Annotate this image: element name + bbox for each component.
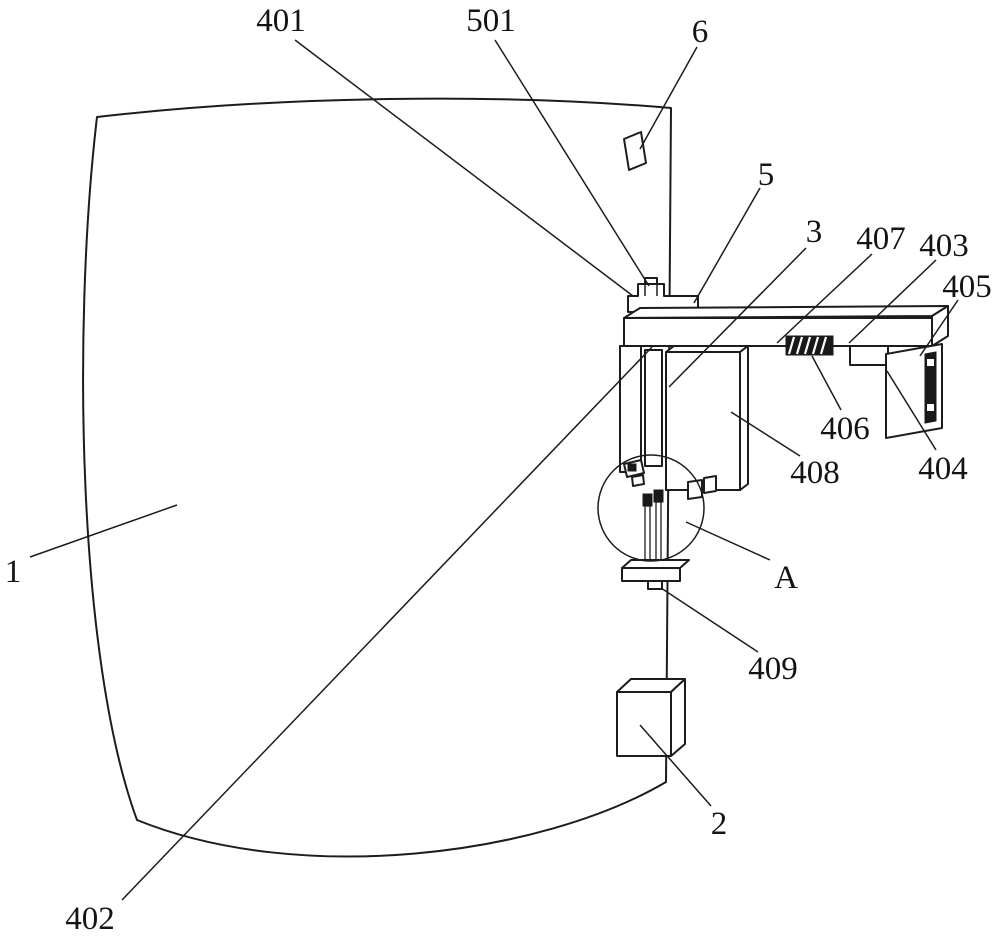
base-plate-front-face — [621, 567, 681, 582]
label-408: 408 — [790, 455, 840, 491]
slide-channel-inner — [644, 349, 663, 467]
label-1: 1 — [5, 554, 22, 590]
box-2-side-face — [670, 678, 686, 757]
spring-coil-line — [795, 336, 804, 355]
leader-2 — [639, 724, 712, 807]
label-401: 401 — [256, 3, 306, 39]
tank-body — [82, 97, 672, 858]
clamp-small-block — [631, 474, 645, 487]
detail-circle-A — [597, 454, 705, 562]
label-403: 403 — [919, 228, 969, 264]
spring-coil — [785, 335, 834, 356]
clamp-dark-block — [627, 463, 637, 472]
slot-part-6 — [623, 131, 647, 171]
leader-407 — [776, 253, 873, 344]
label-6: 6 — [692, 14, 709, 50]
base-plate-tab — [647, 580, 663, 590]
leader-409 — [660, 587, 759, 653]
label-402: 402 — [65, 901, 115, 936]
pin-cap-left — [642, 493, 653, 507]
leader-5 — [693, 187, 761, 304]
bracket-step — [849, 345, 889, 366]
label-409: 409 — [748, 651, 798, 687]
slide-channel-outer — [619, 345, 642, 473]
leader-1 — [29, 504, 178, 558]
label-A: A — [774, 560, 798, 596]
plate-408-front-face — [665, 351, 741, 491]
label-5: 5 — [758, 157, 775, 193]
label-407: 407 — [856, 221, 906, 257]
spring-coil-line — [811, 336, 820, 355]
arm-top-face — [623, 305, 949, 319]
leader-402 — [121, 346, 653, 901]
pin-cap-right — [653, 489, 664, 503]
leader-A — [685, 521, 771, 561]
slot-notch-bottom — [927, 404, 934, 411]
spring-coil-line — [787, 336, 796, 355]
label-406: 406 — [820, 411, 870, 447]
leader-3 — [668, 247, 807, 388]
spring-coil-line — [819, 336, 828, 355]
pin-shaft-right — [655, 501, 662, 569]
leader-6 — [639, 46, 698, 150]
spring-coil-line — [803, 336, 812, 355]
leader-401 — [294, 39, 634, 297]
leader-404 — [886, 370, 937, 451]
leader-501 — [494, 39, 650, 287]
slot-notch-top — [927, 359, 934, 366]
plate-408-foot-right — [703, 475, 717, 494]
label-501: 501 — [466, 3, 516, 39]
label-2: 2 — [711, 806, 728, 842]
leader-406 — [811, 355, 842, 411]
leader-405 — [919, 299, 959, 357]
label-3: 3 — [806, 214, 823, 250]
box-2-front-face — [616, 691, 672, 757]
label-404: 404 — [918, 451, 968, 487]
label-405: 405 — [942, 269, 992, 305]
leader-403 — [848, 259, 937, 344]
leader-408 — [730, 411, 801, 457]
